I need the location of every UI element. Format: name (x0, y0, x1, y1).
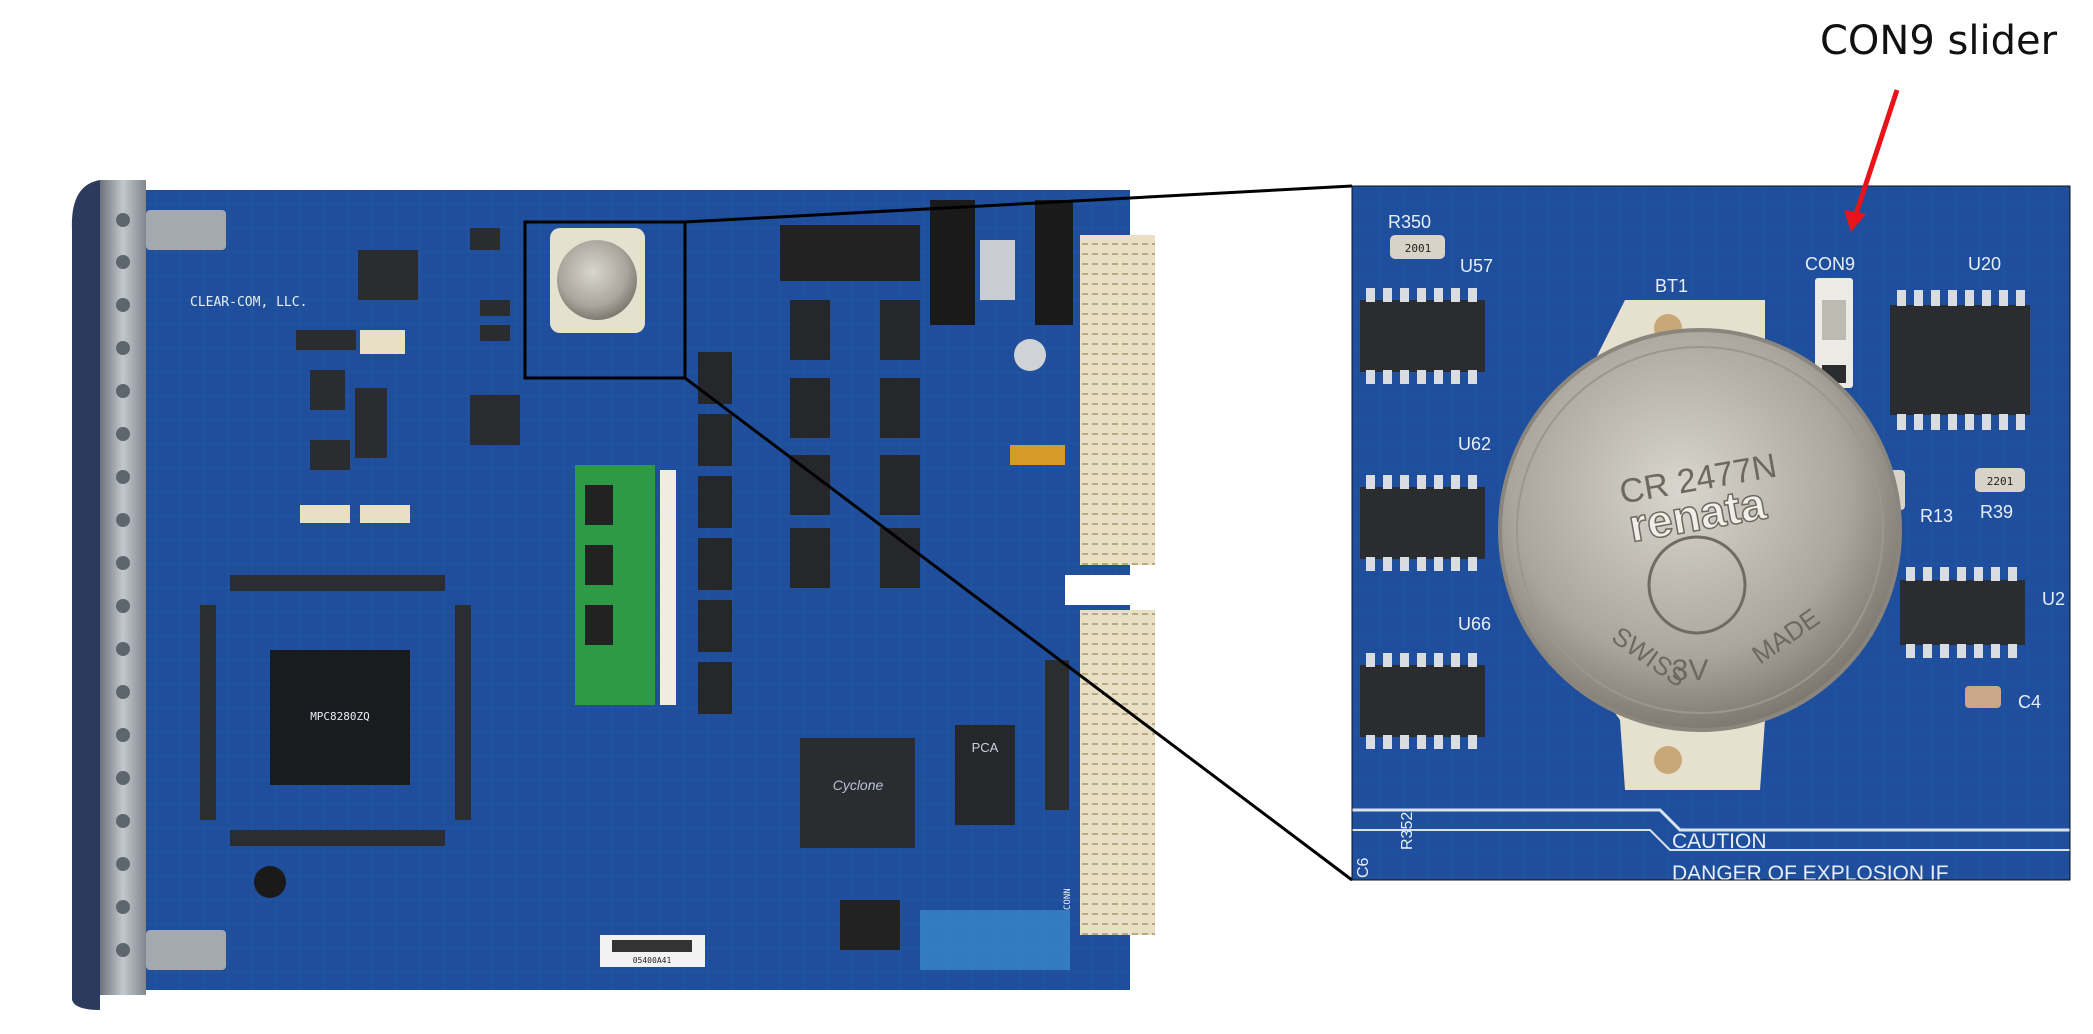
danger-text: DANGER OF EXPLOSION IF (1672, 862, 1949, 885)
pca-label: PCA (972, 740, 999, 755)
ref-r13: R13 (1920, 506, 1953, 526)
board-chips-top-left (296, 228, 520, 470)
zoom-inset: 2001 2201 CR 2477N renata SWISS 3V MADE … (1351, 185, 2071, 885)
ref-u66: U66 (1458, 614, 1491, 634)
ram-marking: 7423 (663, 500, 673, 522)
battery-voltage: 3V (1672, 654, 1709, 687)
board-ram-module: 7423 (575, 465, 676, 705)
board-cpu-chip: MPC8280ZQ (270, 650, 410, 785)
board-barcode-sticker: 05400A41 (600, 935, 705, 967)
front-panel-rail (71, 180, 226, 1010)
ref-u20: U20 (1968, 254, 2001, 274)
ref-u57: U57 (1460, 256, 1493, 276)
board-memory-chips (698, 300, 920, 714)
zoom-line-top (684, 184, 1353, 224)
ref-con9: CON9 (1805, 254, 1855, 274)
cpu-marking: MPC8280ZQ (310, 710, 370, 723)
board-small-parts (254, 445, 1070, 970)
ref-u2: U2 (2042, 589, 2065, 609)
zoom-source-box (523, 220, 687, 380)
board-coin-battery (550, 228, 645, 333)
ref-r39: R39 (1980, 502, 2013, 522)
caution-text: CAUTION (1672, 830, 1767, 853)
conn-label: CONN (1063, 888, 1073, 910)
r39-marking: 2201 (1987, 475, 2014, 488)
zoom-line-bottom (684, 376, 1353, 882)
con9-slider (1815, 278, 1853, 388)
board-fpga-chip: Cyclone PCA (800, 725, 1015, 848)
ref-c4: C4 (2018, 692, 2041, 712)
coin-cell-battery: CR 2477N renata SWISS 3V MADE (1498, 300, 1902, 790)
barcode-text: 05400A41 (633, 956, 672, 965)
ref-bt1: BT1 (1655, 276, 1688, 296)
board-pin-rows (200, 575, 471, 846)
board-top-components (780, 200, 1073, 371)
callout-arrow (1844, 89, 1900, 232)
ref-r350: R350 (1388, 212, 1431, 232)
board-edge-connectors: CONN (1063, 235, 1155, 935)
con9-slider-callout-label: CON9 slider (1820, 18, 2058, 64)
company-silk-label: CLEAR-COM, LLC. (190, 295, 307, 310)
ref-c6: C6 (1355, 857, 1372, 878)
fpga-brand: Cyclone (833, 777, 884, 793)
ref-u62: U62 (1458, 434, 1491, 454)
r350-marking: 2001 (1405, 242, 1432, 255)
